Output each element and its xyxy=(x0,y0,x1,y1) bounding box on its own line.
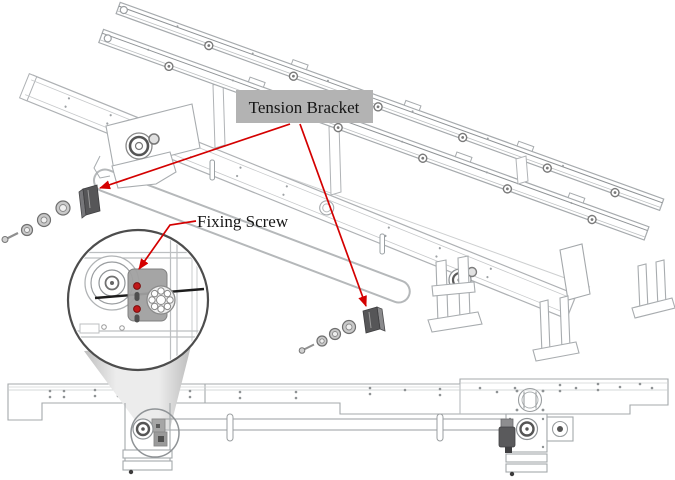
leg-stand xyxy=(532,295,580,362)
fastener-set-right xyxy=(298,319,357,354)
drive-unit xyxy=(498,413,574,477)
support-post xyxy=(328,123,342,196)
pulley-knob xyxy=(148,133,160,145)
rail-end-roller xyxy=(119,5,128,15)
belt-guide-pin xyxy=(226,413,234,442)
belt-loop xyxy=(93,168,411,304)
bracket-slot xyxy=(134,314,140,323)
side-view-beam xyxy=(7,378,669,421)
drive-bracket-dark xyxy=(498,426,516,448)
frame-end-plate xyxy=(559,243,591,301)
annotations: Tension Bracket Fixing Screw xyxy=(99,90,373,307)
arrow-to-left-bracket xyxy=(99,123,291,190)
standoff-pin xyxy=(379,233,385,255)
fixing-screw xyxy=(133,305,141,313)
bracket-slot xyxy=(134,292,140,301)
fastener-set-left xyxy=(1,200,71,243)
fixing-screw xyxy=(133,282,141,290)
standoff-pin xyxy=(209,159,215,181)
drive-flange xyxy=(517,387,543,413)
tension-bracket-label: Tension Bracket xyxy=(249,98,360,117)
side-view-underparts xyxy=(122,403,574,477)
screw-head xyxy=(298,347,306,354)
magnifier-cone xyxy=(84,346,191,431)
beam-holes xyxy=(48,382,654,412)
belt-guide-pin xyxy=(436,413,444,442)
rail-connector xyxy=(515,155,529,185)
detail-bearing xyxy=(146,285,176,315)
fixing-screw-label: Fixing Screw xyxy=(197,212,289,231)
tension-bracket-right xyxy=(362,306,386,334)
foot-bolt xyxy=(509,471,515,477)
side-detail-circle xyxy=(130,408,180,458)
detail-hole xyxy=(101,324,107,330)
side-tension-unit xyxy=(132,418,168,447)
upper-rail xyxy=(115,1,665,212)
arrow-to-fixing-screw xyxy=(138,220,197,270)
foot-bolt xyxy=(128,469,134,475)
tension-bracket-left xyxy=(78,184,101,219)
frame-hole-ring xyxy=(319,200,335,216)
rail-end-roller xyxy=(103,34,112,43)
support-post xyxy=(212,81,226,149)
arrow-to-right-bracket xyxy=(299,123,367,307)
rail-top-blocks xyxy=(247,76,586,204)
tension-bracket-label-box xyxy=(236,90,373,123)
leg-stand xyxy=(427,255,483,333)
detail-tab xyxy=(79,323,100,334)
lower-rail xyxy=(98,28,650,241)
leg-stand xyxy=(631,259,675,319)
detail-view xyxy=(66,228,210,372)
rail-top-blocks xyxy=(290,58,535,153)
detail-hole xyxy=(119,325,125,331)
screw-head xyxy=(1,236,9,243)
isometric-view xyxy=(18,1,675,362)
